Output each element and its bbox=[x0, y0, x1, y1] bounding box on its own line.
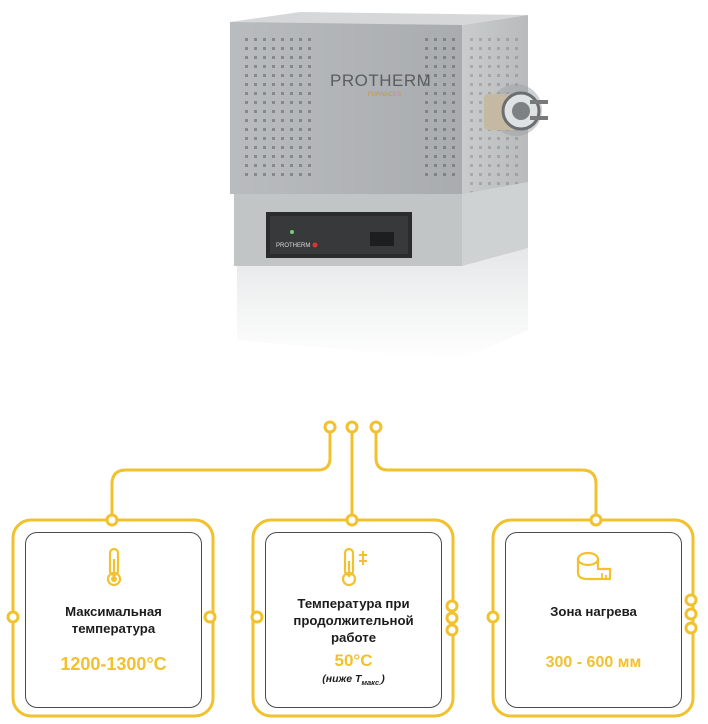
svg-text:PROTHERM: PROTHERM bbox=[276, 243, 310, 249]
brand-sub: FURNACES bbox=[368, 92, 401, 98]
feature-value: 300 - 600 мм bbox=[545, 654, 642, 671]
measuring-tape-icon bbox=[576, 551, 611, 581]
heat-thermometer-icon bbox=[341, 547, 367, 587]
feature-card-max-temperature: Максимальная температура 1200-1300°C bbox=[25, 532, 202, 708]
feature-card-continuous-temperature: Температура при продолжительной работе 5… bbox=[265, 532, 442, 708]
feature-card-heating-zone: Зона нагрева 300 - 600 мм bbox=[505, 532, 682, 708]
connector-nodes bbox=[6, 420, 698, 637]
tube-furnace-image: PROTHERM PROTHERM FURNACES bbox=[230, 12, 548, 360]
feature-title: Максимальная температура bbox=[65, 604, 162, 636]
feature-title: Зона нагрева bbox=[550, 604, 637, 619]
feature-value: 1200-1300°C bbox=[60, 654, 167, 674]
feature-value: 50°C bbox=[334, 651, 373, 670]
feature-note: (ниже Tмакс.) bbox=[322, 673, 385, 688]
feature-title: Температура при продолжительной работе bbox=[293, 596, 414, 645]
brand-logo: PROTHERM bbox=[330, 71, 431, 90]
thermometer-icon bbox=[106, 547, 121, 587]
